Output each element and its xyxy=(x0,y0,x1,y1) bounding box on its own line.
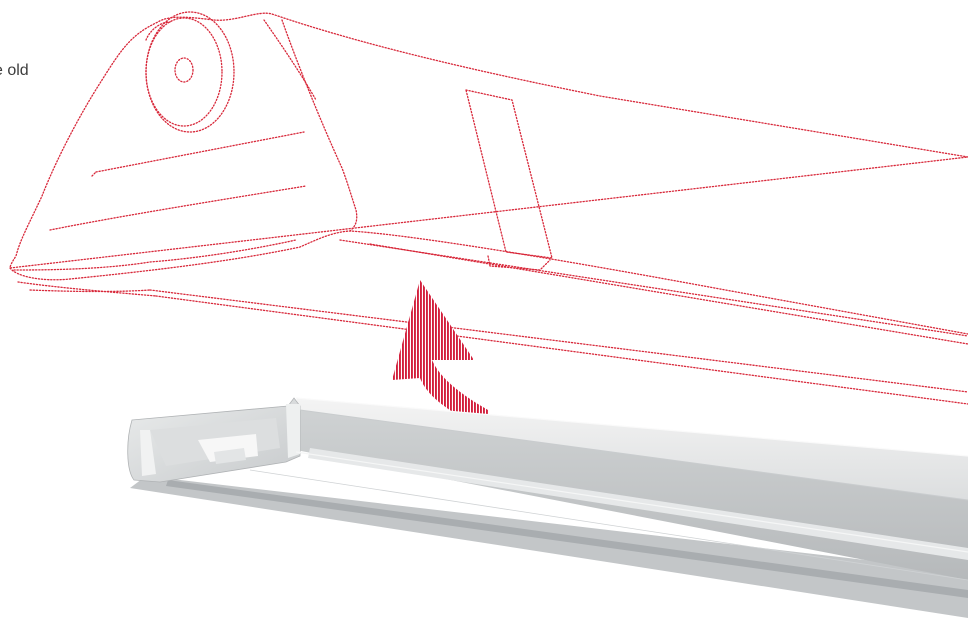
old-housing-outline xyxy=(9,12,968,335)
cropped-text-line-1: e old xyxy=(0,62,29,79)
cropped-instruction-text: e old d xyxy=(0,0,29,258)
old-mounting-bracket xyxy=(465,89,553,259)
old-lower-rail xyxy=(149,289,968,393)
curved-up-arrow-icon xyxy=(392,280,488,432)
new-fixture-tray xyxy=(127,397,968,618)
old-fixture-outline xyxy=(9,11,968,405)
cropped-text-line-2: d xyxy=(0,156,29,190)
